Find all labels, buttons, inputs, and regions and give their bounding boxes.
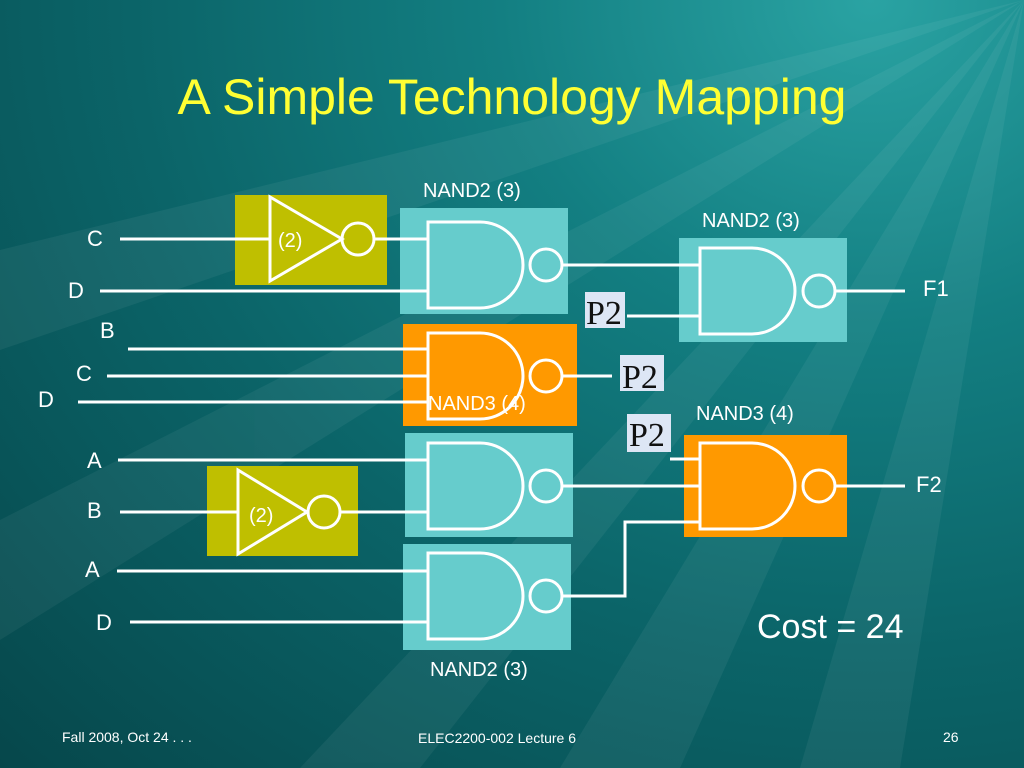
- nand3-mid-box: [403, 324, 577, 426]
- cost-label: Cost = 24: [757, 608, 903, 646]
- inverter-top-bubble: [340, 221, 376, 257]
- input-label-c1: C: [87, 226, 103, 251]
- input-label-a1: A: [87, 448, 102, 473]
- p2-marker-3-box: [627, 414, 671, 452]
- nand3-f2-bubble: [801, 468, 837, 504]
- p2-marker-1: P2: [586, 295, 622, 332]
- inverter-top-symbol: [268, 194, 345, 284]
- input-label-b2: B: [87, 498, 102, 523]
- p2-marker-2-box: [620, 355, 664, 391]
- footer-lecture: ELEC2200-002 Lecture 6: [418, 730, 576, 746]
- nand2-f1-label: NAND2 (3): [702, 210, 800, 232]
- input-label-a2: A: [85, 557, 100, 582]
- input-label-d3: D: [96, 610, 112, 635]
- nand2-top-bubble: [528, 247, 564, 283]
- inverter-top-label: (2): [278, 230, 302, 252]
- nand2-top-label: NAND2 (3): [423, 180, 521, 202]
- output-label-f1: F1: [923, 276, 949, 301]
- nand2-bottom-box: [403, 544, 571, 650]
- slide-title: A Simple Technology Mapping: [177, 69, 847, 125]
- nand3-f2-box: [684, 435, 847, 537]
- nand3-f2-label: NAND3 (4): [696, 403, 794, 425]
- nand2-a-bubble: [528, 468, 564, 504]
- input-label-c2: C: [76, 361, 92, 386]
- wires: [78, 237, 905, 624]
- p2-marker-2: P2: [622, 359, 658, 396]
- inverter-bottom-symbol: [236, 467, 310, 557]
- nand2-a-symbol: [426, 441, 525, 531]
- nand2-top-box: [400, 208, 568, 314]
- nand3-mid-bubble: [528, 358, 564, 394]
- nand2-bottom-symbol: [426, 551, 525, 641]
- p2-marker-3: P2: [629, 417, 665, 454]
- nand3-f2-symbol: [698, 441, 797, 531]
- input-label-b1: B: [100, 318, 115, 343]
- nand2-top-symbol: [426, 220, 525, 310]
- input-label-d1: D: [68, 278, 84, 303]
- inverter-bottom-bubble: [306, 494, 342, 530]
- nand2-f1-box: [679, 238, 847, 342]
- nand2-f1-symbol: [698, 246, 797, 336]
- nand2-a-box: [405, 433, 573, 537]
- output-label-f2: F2: [916, 472, 942, 497]
- nand3-mid-label: NAND3 (4): [428, 393, 526, 415]
- p2-marker-1-box: [585, 292, 625, 328]
- nand2-bottom-label: NAND2 (3): [430, 659, 528, 681]
- input-label-d2: D: [38, 387, 54, 412]
- footer-page-number: 26: [943, 729, 959, 745]
- nand3-mid-symbol: [426, 331, 525, 421]
- footer-date: Fall 2008, Oct 24 . . .: [62, 729, 192, 745]
- nand2-f1-bubble: [801, 273, 837, 309]
- nand2-bottom-bubble: [528, 578, 564, 614]
- inverter-bottom-label: (2): [249, 505, 273, 527]
